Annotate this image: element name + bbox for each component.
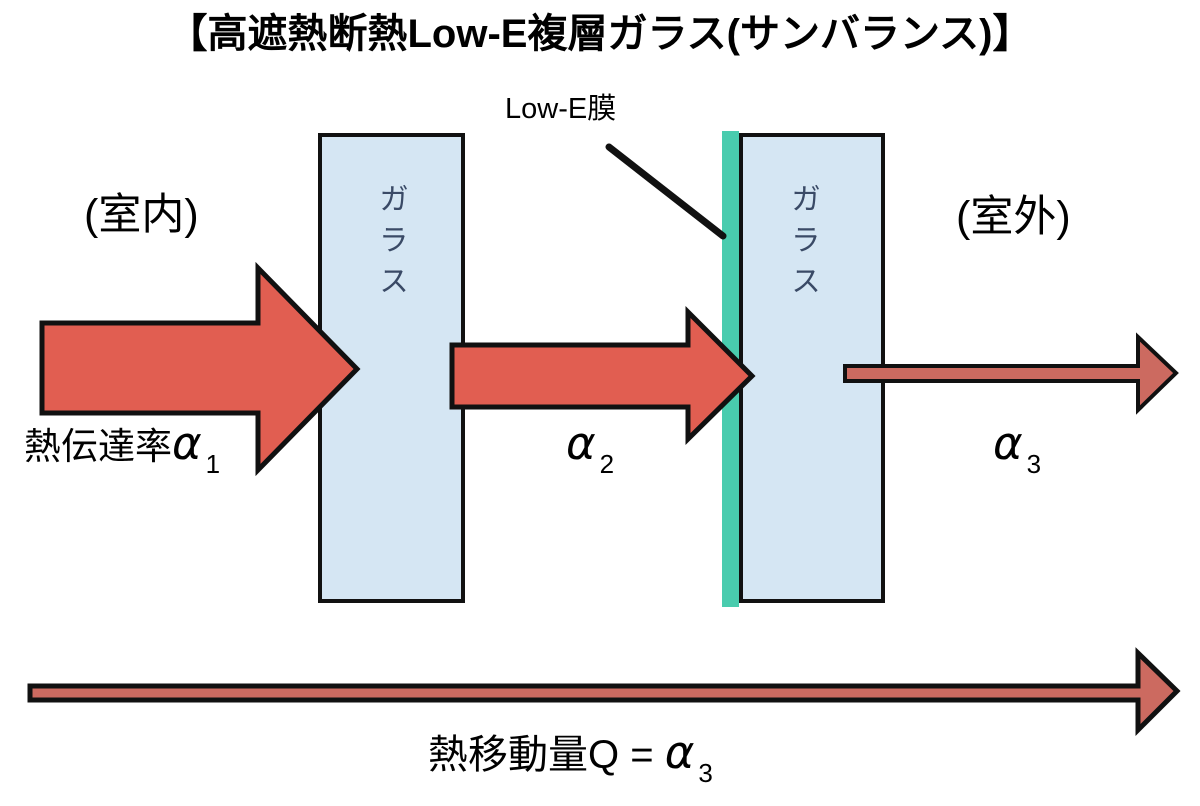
heat-flow-q-subscript: 3: [698, 758, 713, 788]
lowe-film-leader-line: [605, 143, 727, 240]
alpha3-symbol: α: [993, 417, 1023, 470]
alpha2-symbol: α: [566, 417, 596, 470]
outdoor-label: (室外): [956, 193, 1071, 241]
alpha1-symbol: α: [172, 417, 202, 470]
arrow-alpha1: [39, 261, 361, 477]
arrow-heat-flow-q: [27, 647, 1181, 737]
heat-flow-q-prefix: 熱移動量Q =: [428, 733, 665, 777]
alpha2-subscript: 2: [599, 449, 615, 479]
lowe-film-label: Low-E膜: [505, 93, 617, 125]
heat-flow-q-symbol: α: [664, 726, 695, 779]
arrow-alpha3: [843, 332, 1179, 415]
arrow-alpha2: [449, 305, 756, 445]
glass-left-label: ガラス: [374, 183, 407, 306]
alpha1-subscript: 1: [205, 449, 221, 479]
diagram-title: 【高遮熱断熱Low-E複層ガラス(サンバランス)】: [167, 12, 1033, 56]
alpha1-prefix: 熱伝達率: [24, 426, 172, 467]
glass-right-label: ガラス: [786, 183, 819, 306]
alpha3-subscript: 3: [1026, 449, 1042, 479]
indoor-label: (室内): [84, 191, 199, 239]
